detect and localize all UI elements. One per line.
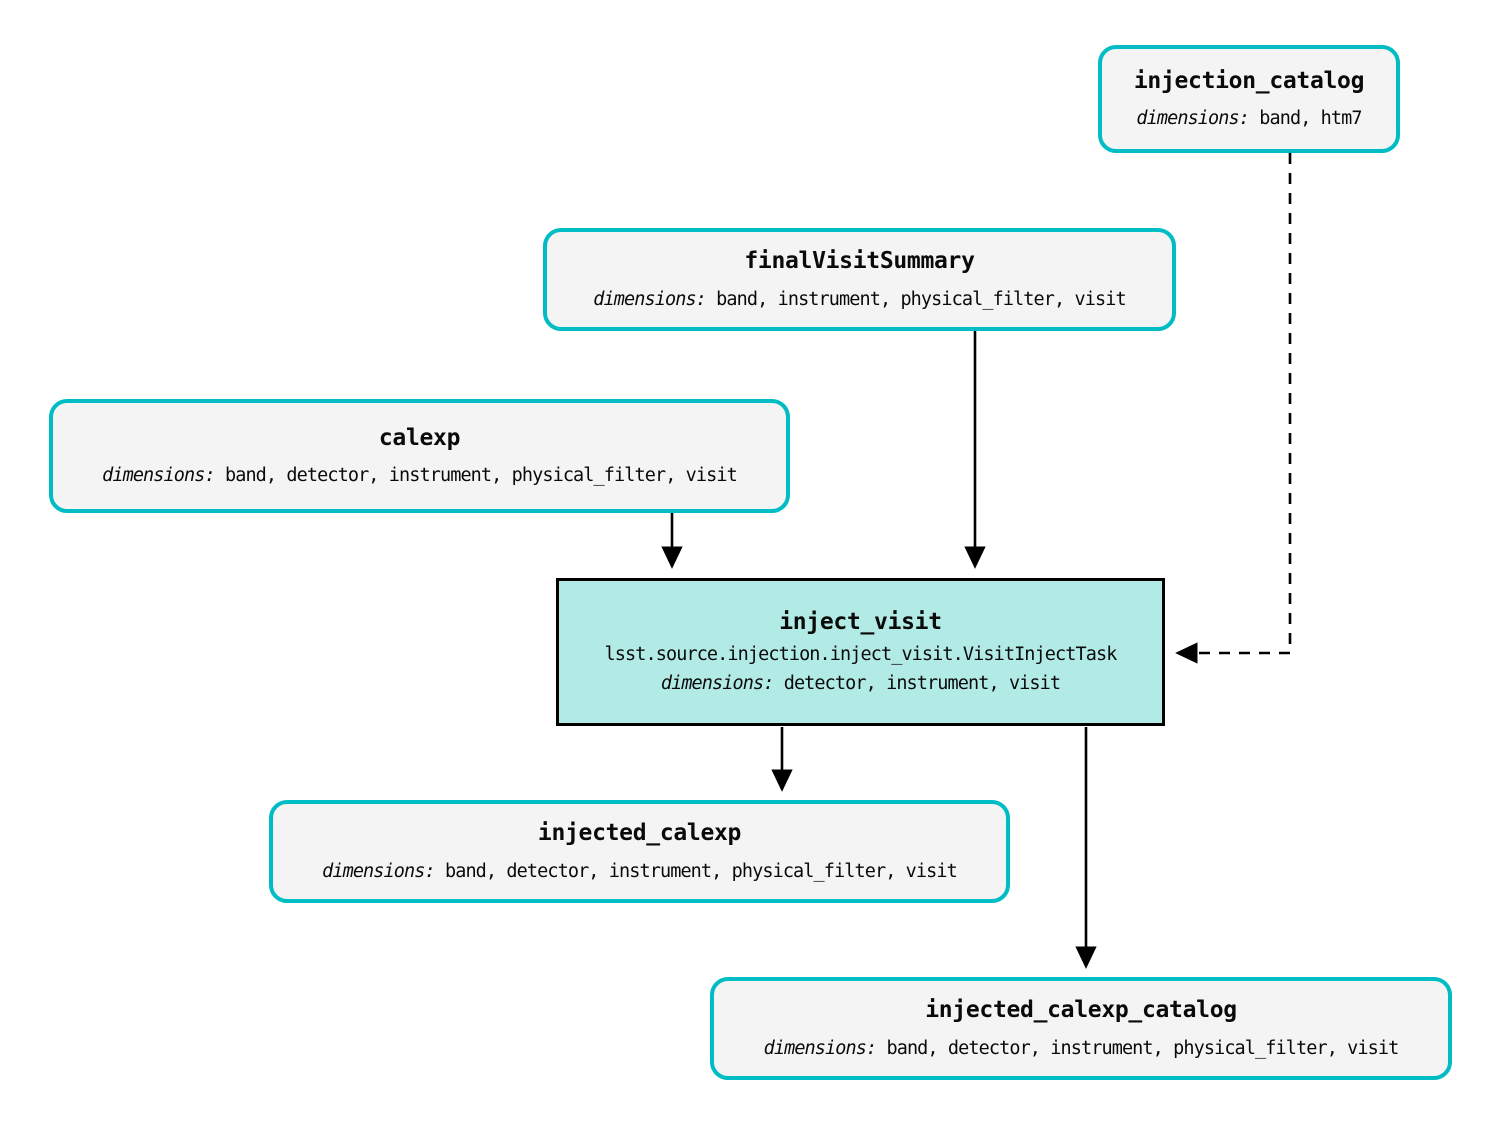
node-finalvisitsummary[interactable]: finalVisitSummary dimensions: band, inst… — [543, 228, 1176, 331]
dimensions-label: dimensions: — [322, 860, 436, 882]
dimensions-label: dimensions: — [102, 465, 216, 487]
node-task-path: lsst.source.injection.inject_visit.Visit… — [604, 644, 1118, 666]
node-dimensions: dimensions: detector, instrument, visit — [660, 672, 1061, 694]
edge-injection-catalog-to-inject-visit — [1175, 153, 1292, 664]
node-title: injection_catalog — [1133, 67, 1365, 94]
node-inject-visit[interactable]: inject_visit lsst.source.injection.injec… — [556, 578, 1165, 726]
node-title: injected_calexp — [537, 820, 742, 847]
dimensions-value: detector, instrument, visit — [773, 672, 1061, 694]
node-dimensions: dimensions: band, detector, instrument, … — [322, 860, 958, 882]
dimensions-value: band, htm7 — [1249, 108, 1362, 130]
node-title: calexp — [378, 424, 461, 451]
node-dimensions: dimensions: band, instrument, physical_f… — [593, 288, 1126, 310]
dimensions-label: dimensions: — [660, 672, 775, 694]
dimensions-value: band, detector, instrument, physical_fil… — [214, 465, 738, 487]
dimensions-label: dimensions: — [1136, 108, 1250, 130]
node-calexp[interactable]: calexp dimensions: band, detector, instr… — [49, 399, 790, 513]
node-dimensions: dimensions: band, detector, instrument, … — [763, 1037, 1400, 1059]
node-title: injected_calexp_catalog — [925, 997, 1237, 1024]
node-injection-catalog[interactable]: injection_catalog dimensions: band, htm7 — [1098, 45, 1400, 153]
dimensions-value: band, detector, instrument, physical_fil… — [434, 860, 958, 882]
node-dimensions: dimensions: band, detector, instrument, … — [102, 465, 738, 487]
dimensions-label: dimensions: — [763, 1037, 878, 1059]
node-injected-calexp-catalog[interactable]: injected_calexp_catalog dimensions: band… — [710, 977, 1452, 1080]
node-title: inject_visit — [779, 609, 942, 636]
node-injected-calexp[interactable]: injected_calexp dimensions: band, detect… — [269, 800, 1010, 903]
dimensions-label: dimensions: — [593, 288, 707, 310]
dimensions-value: band, instrument, physical_filter, visit — [705, 288, 1126, 310]
node-title: finalVisitSummary — [744, 248, 975, 275]
node-dimensions: dimensions: band, htm7 — [1136, 108, 1362, 130]
dimensions-value: band, detector, instrument, physical_fil… — [876, 1037, 1399, 1059]
